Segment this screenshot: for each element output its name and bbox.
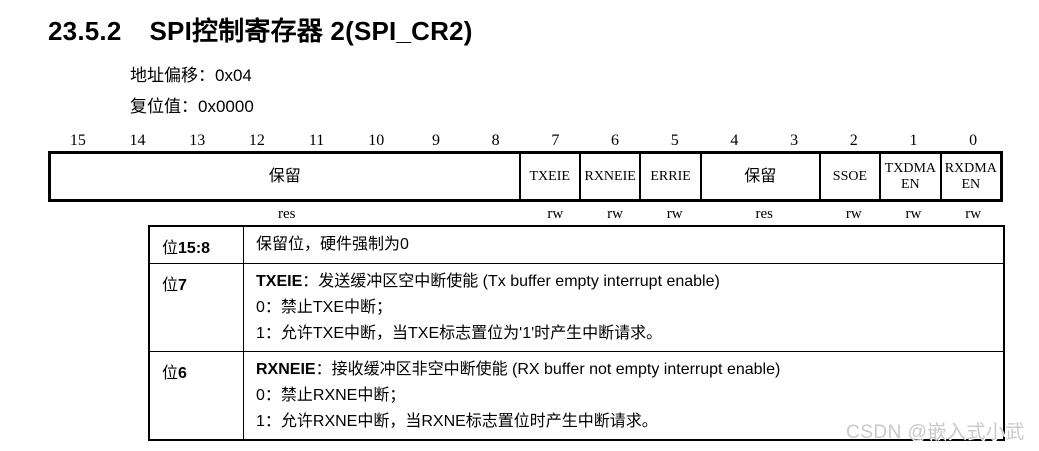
access-type: rw	[547, 206, 564, 222]
bit-number: 1	[909, 132, 918, 149]
bit-number: 8	[491, 132, 500, 149]
bit-number: 0	[969, 132, 978, 149]
bit-range-cell: 位7	[150, 264, 244, 351]
bit-number: 10	[368, 132, 385, 149]
description-line: 1：允许RXNE中断，当RXNE标志置位时产生中断请求。	[256, 413, 658, 430]
bit-number: 11	[308, 132, 325, 149]
bit-number: 5	[670, 132, 679, 149]
reset-value-label: 复位值：	[130, 97, 198, 116]
field-name: RXNEIE	[256, 361, 316, 378]
description-line: 0：禁止TXE中断；	[256, 299, 393, 316]
register-field-txdmaen: TXDMA EN	[879, 154, 939, 199]
address-offset-value: 0x04	[215, 66, 252, 85]
bit-number: 2	[849, 132, 858, 149]
register-field-ssoe: SSOE	[818, 154, 879, 199]
register-field-errie: ERRIE	[639, 154, 699, 199]
bit-number: 7	[551, 132, 560, 149]
bit-number: 4	[730, 132, 739, 149]
register-field-txeie: TXEIE	[518, 154, 579, 199]
access-type: res	[755, 206, 774, 222]
register-diagram: 保留 TXEIE RXNEIE ERRIE 保留 SSOE TXDMA EN R…	[48, 151, 1003, 202]
description-line: RXNEIE：接收缓冲区非空中断使能 (RX buffer not empty …	[256, 361, 781, 378]
bit-number: 12	[248, 132, 265, 149]
bit-number: 6	[611, 132, 620, 149]
table-row-bit-7: 位7 TXEIE：发送缓冲区空中断使能 (Tx buffer empty int…	[150, 263, 1003, 351]
section-title-text: SPI控制寄存器 2(SPI_CR2)	[149, 16, 473, 46]
bit-number: 14	[129, 132, 146, 149]
description-line: TXEIE：发送缓冲区空中断使能 (Tx buffer empty interr…	[256, 273, 720, 290]
access-type: rw	[666, 206, 683, 222]
bit-description-table: 位15:8 保留位，硬件强制为0 位7 TXEIE：发送缓冲区空中断使能 (Tx…	[148, 225, 1005, 441]
bit-number: 13	[189, 132, 206, 149]
register-field-reserved-15-8: 保留	[268, 167, 301, 185]
access-type-row: res rw rw rw res rw rw rw	[48, 206, 1003, 223]
access-type: res	[278, 206, 296, 222]
register-field-reserved-4-3: 保留	[699, 154, 819, 199]
bit-number: 15	[69, 132, 86, 149]
description-line: 0：禁止RXNE中断；	[256, 387, 406, 404]
table-row-bit-6: 位6 RXNEIE：接收缓冲区非空中断使能 (RX buffer not emp…	[150, 351, 1003, 439]
bit-range-cell: 位15:8	[150, 227, 244, 263]
bit-description-cell: TXEIE：发送缓冲区空中断使能 (Tx buffer empty interr…	[244, 264, 1003, 351]
address-offset-label: 地址偏移：	[130, 66, 215, 85]
access-type: rw	[845, 206, 862, 222]
table-row-bits-15-8: 位15:8 保留位，硬件强制为0	[150, 227, 1003, 263]
watermark: CSDN @嵌入式小武	[846, 422, 1025, 443]
bit-number: 9	[431, 132, 440, 149]
access-type: rw	[965, 206, 982, 222]
address-offset-line: 地址偏移：0x04	[130, 61, 252, 86]
reset-value-line: 复位值：0x0000	[130, 92, 254, 117]
register-field-rxdmaen: RXDMA EN	[939, 154, 1000, 199]
reset-value-value: 0x0000	[198, 97, 254, 116]
bit-numbers-row: 15 14 13 12 11 10 9 8 7 6 5 4 3 2 1 0	[48, 132, 1003, 150]
description-line: 保留位，硬件强制为0	[256, 236, 409, 253]
bit-description-cell: 保留位，硬件强制为0	[244, 227, 1003, 263]
bit-range-cell: 位6	[150, 352, 244, 439]
field-name: TXEIE	[256, 273, 303, 290]
bit-description-cell: RXNEIE：接收缓冲区非空中断使能 (RX buffer not empty …	[244, 352, 1003, 439]
section-number: 23.5.2	[48, 16, 122, 46]
register-field-rxneie: RXNEIE	[578, 154, 639, 199]
section-title: 23.5.2 SPI控制寄存器 2(SPI_CR2)	[48, 11, 473, 48]
access-type: rw	[905, 206, 922, 222]
description-line: 1：允许TXE中断，当TXE标志置位为'1'时产生中断请求。	[256, 325, 663, 342]
bit-number: 3	[790, 132, 799, 149]
access-type: rw	[607, 206, 623, 222]
